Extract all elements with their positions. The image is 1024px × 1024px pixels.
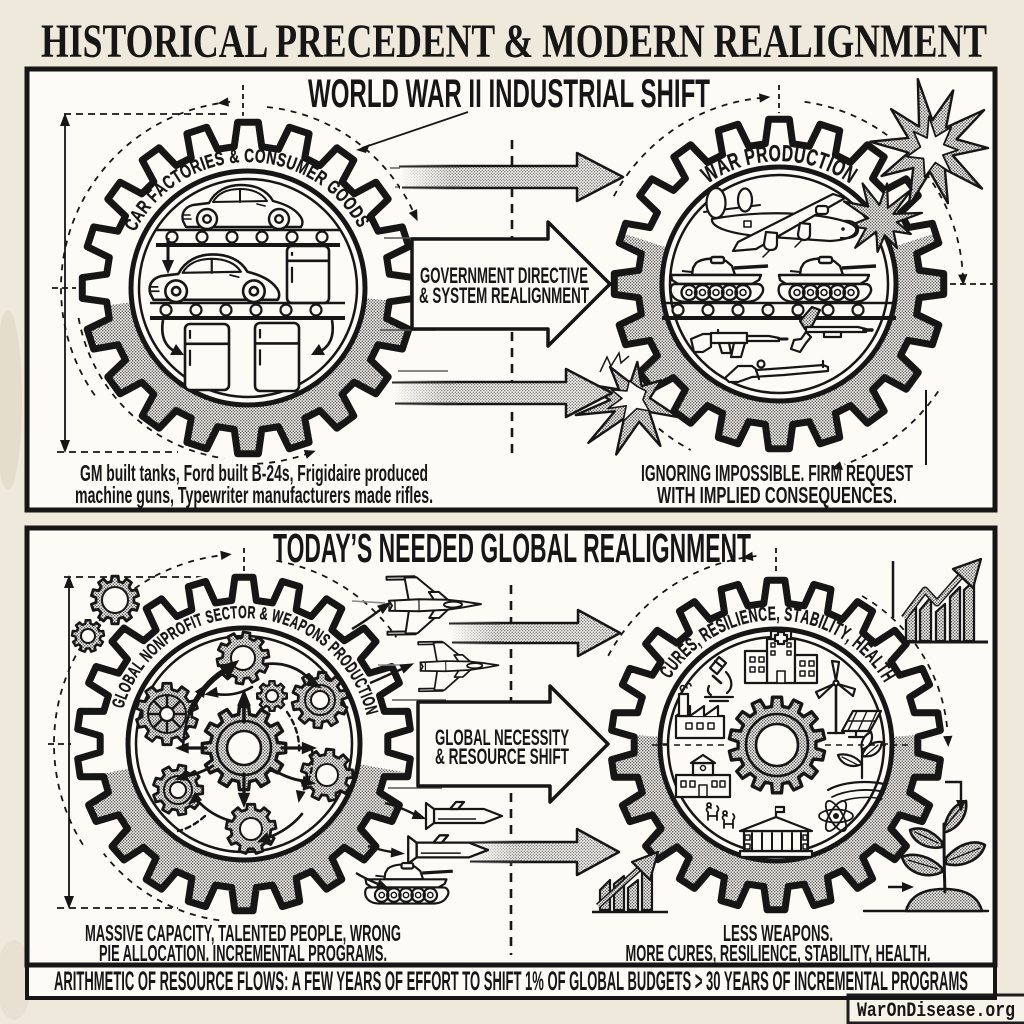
svg-text:T: T <box>791 604 802 627</box>
svg-text:& RESOURCE SHIFT: & RESOURCE SHIFT <box>435 744 569 769</box>
svg-text:WORLD WAR II INDUSTRIAL SHIFT: WORLD WAR II INDUSTRIAL SHIFT <box>308 72 710 116</box>
svg-text:I: I <box>197 153 208 175</box>
svg-text:D: D <box>781 141 794 167</box>
svg-text:S: S <box>783 603 793 625</box>
svg-text:GLOBAL NECESSITY: GLOBAL NECESSITY <box>435 725 569 750</box>
svg-text:PIE ALLOCATION. INCREMENTAL PR: PIE ALLOCATION. INCREMENTAL PROGRAMS. <box>99 940 387 966</box>
svg-text:N: N <box>265 146 279 169</box>
svg-text:TODAY’S NEEDED GLOBAL REALIGNM: TODAY’S NEEDED GLOBAL REALIGNMENT <box>273 525 751 571</box>
svg-text:E: E <box>767 603 776 625</box>
svg-text:IGNORING IMPOSSIBLE. FIRM REQU: IGNORING IMPOSSIBLE. FIRM REQUEST <box>641 460 913 486</box>
svg-text:LESS WEAPONS.: LESS WEAPONS. <box>723 920 833 946</box>
svg-text:C: C <box>757 603 768 625</box>
svg-text:W: W <box>270 607 285 628</box>
svg-text:R: R <box>247 604 256 624</box>
svg-text:MORE CURES, RESILIENCE, STABIL: MORE CURES, RESILIENCE, STABILITY, HEALT… <box>626 940 931 966</box>
svg-text:MASSIVE CAPACITY, TALENTED PEO: MASSIVE CAPACITY, TALENTED PEOPLE, WRONG <box>85 920 401 946</box>
svg-text:O: O <box>254 145 267 168</box>
svg-text:machine guns, Typewriter manuf: machine guns, Typewriter manufacturers m… <box>75 482 433 508</box>
svg-text:&: & <box>258 605 269 625</box>
svg-text:& SYSTEM REALIGNMENT: & SYSTEM REALIGNMENT <box>419 283 589 308</box>
svg-text:WITH IMPLIED CONSEQUENCES.: WITH IMPLIED CONSEQUENCES. <box>657 482 897 508</box>
svg-text:ARITHMETIC OF RESOURCE FLOWS:: ARITHMETIC OF RESOURCE FLOWS: A FEW YEAR… <box>54 966 968 996</box>
svg-text:O: O <box>238 604 247 623</box>
svg-text:N: N <box>747 605 759 628</box>
svg-text:GOVERNMENT DIRECTIVE: GOVERNMENT DIRECTIVE <box>420 263 588 288</box>
svg-text:E: E <box>212 606 223 626</box>
svg-text:I: I <box>721 613 732 634</box>
svg-text:I: I <box>733 609 742 631</box>
svg-text:,: , <box>776 603 780 625</box>
svg-text:HISTORICAL PRECEDENT & MODERN: HISTORICAL PRECEDENT & MODERN REALIGNMEN… <box>41 15 987 68</box>
svg-text:I: I <box>189 614 199 633</box>
svg-text:I: I <box>356 691 375 701</box>
svg-text:GM built tanks, Ford built B-2: GM built tanks, Ford built B-24s, Frigid… <box>80 460 428 486</box>
svg-text:WarOnDisease.org: WarOnDisease.org <box>857 1000 1015 1023</box>
svg-text:C: C <box>221 604 232 624</box>
svg-text:R: R <box>755 142 770 169</box>
svg-text:C: C <box>244 145 254 167</box>
svg-text:T: T <box>230 604 238 624</box>
svg-text:U: U <box>792 142 807 169</box>
svg-text:I: I <box>816 611 827 632</box>
svg-text:&: & <box>228 145 240 168</box>
svg-text:O: O <box>768 141 781 167</box>
